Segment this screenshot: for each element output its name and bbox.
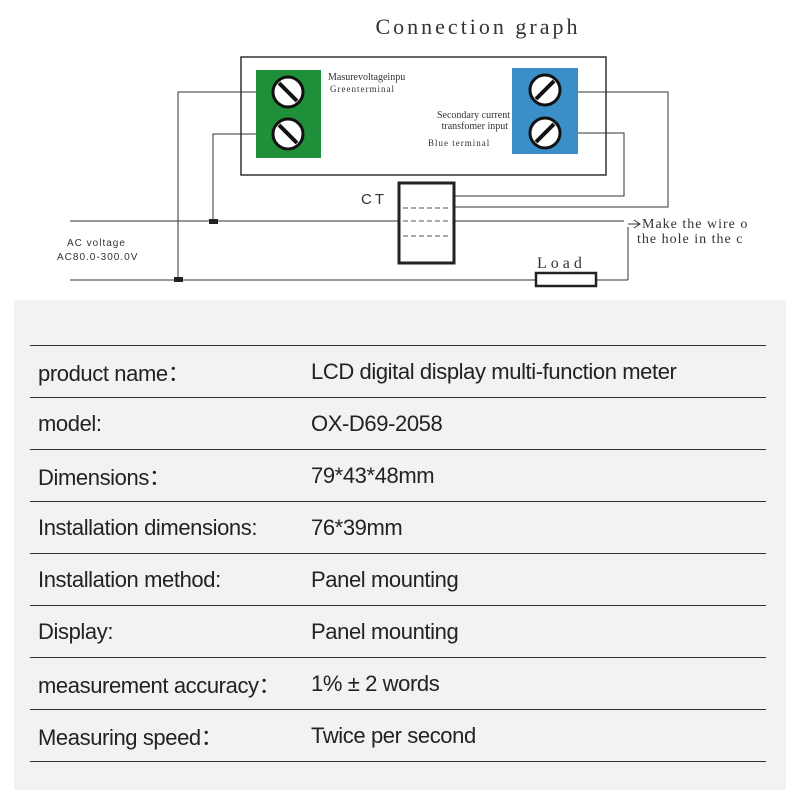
spec-row: Installation dimensions: 76*39mm bbox=[30, 501, 766, 553]
spec-row: Installation method: Panel mounting bbox=[30, 553, 766, 605]
spec-key: Installation method: bbox=[38, 566, 221, 592]
connection-diagram: Connection graph Masurevoltageinpu Green… bbox=[57, 14, 748, 288]
ct-input-label: Secondary current bbox=[437, 110, 510, 121]
wire-note: the hole in the c bbox=[637, 232, 743, 247]
screw-icon bbox=[528, 116, 562, 150]
screw-icon bbox=[528, 73, 562, 107]
spec-key: Display: bbox=[38, 618, 114, 644]
spec-value: Twice per second bbox=[311, 722, 476, 748]
voltage-input-label: Masurevoltageinpu bbox=[328, 72, 405, 83]
load-label: Load bbox=[537, 255, 586, 272]
spec-value: Panel mounting bbox=[311, 618, 459, 644]
ct-input-label: transfomer input bbox=[442, 121, 509, 132]
spec-key: Dimensions： bbox=[38, 464, 171, 490]
spec-value: 1% ± 2 words bbox=[311, 670, 440, 696]
spec-table: product name： LCD digital display multi-… bbox=[30, 345, 766, 762]
screw-icon bbox=[271, 75, 305, 109]
spec-row: product name： LCD digital display multi-… bbox=[30, 345, 766, 397]
spec-value: Panel mounting bbox=[311, 566, 459, 592]
screw-icon bbox=[271, 117, 305, 151]
spec-key: measurement accuracy： bbox=[38, 672, 281, 698]
spec-row: measurement accuracy： 1% ± 2 words bbox=[30, 657, 766, 709]
spec-row: Dimensions： 79*43*48mm bbox=[30, 449, 766, 501]
spec-value: 79*43*48mm bbox=[311, 462, 435, 488]
spec-value: 76*39mm bbox=[311, 514, 403, 540]
diagram-title: Connection graph bbox=[375, 14, 580, 39]
ac-range-label: AC80.0-300.0V bbox=[57, 252, 138, 263]
spec-key: Installation dimensions: bbox=[38, 514, 258, 540]
spec-value: LCD digital display multi-function meter bbox=[311, 358, 677, 384]
spec-row: Display: Panel mounting bbox=[30, 605, 766, 657]
wire-note: Make the wire o bbox=[642, 217, 748, 232]
spec-value: OX-D69-2058 bbox=[311, 410, 443, 436]
ct-label: CT bbox=[361, 191, 387, 208]
spec-key: product name： bbox=[38, 360, 190, 386]
spec-key: model: bbox=[38, 410, 102, 436]
spec-panel: product name： LCD digital display multi-… bbox=[14, 300, 786, 790]
current-transformer bbox=[397, 181, 456, 265]
blue-terminal-label: Blue terminal bbox=[428, 138, 490, 148]
spec-row: model: OX-D69-2058 bbox=[30, 397, 766, 449]
spec-key: Measuring speed： bbox=[38, 724, 223, 750]
ac-voltage-label: AC voltage bbox=[67, 238, 126, 249]
spec-row: Measuring speed： Twice per second bbox=[30, 709, 766, 762]
green-terminal-label: Greenterminal bbox=[330, 84, 395, 94]
load-resistor bbox=[534, 271, 598, 288]
